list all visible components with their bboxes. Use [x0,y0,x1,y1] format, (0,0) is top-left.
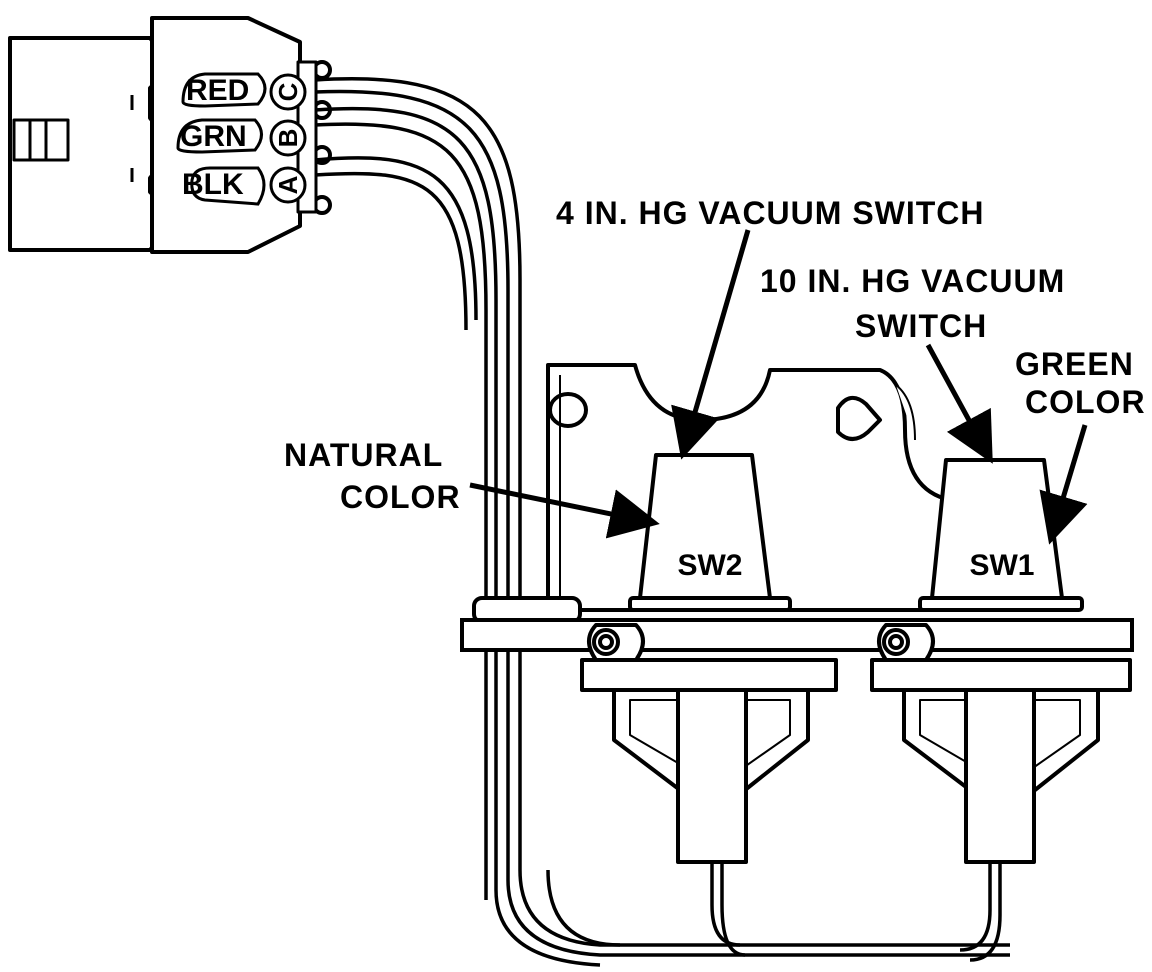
sw2-label: SW2 [677,549,742,582]
wire-label-green: GRN [180,120,247,153]
wire-label-black: BLK [182,168,244,201]
pin-markers [269,73,307,204]
pin-label-b: B [273,129,303,148]
base-rail [460,618,1134,652]
vacuum-switch-sw2 [580,453,838,864]
sw1-label: SW1 [969,549,1034,582]
callout-10in-vacuum-line2: SWITCH [855,308,987,344]
vacuum-switch-sw1 [870,458,1132,864]
pin-label-c: C [273,82,303,101]
callout-natural-color-line2: COLOR [340,479,461,515]
callout-10in-vacuum-line1: 10 IN. HG VACUUM [760,263,1065,299]
wire-label-red: RED [186,74,249,107]
callout-4in-vacuum-switch: 4 IN. HG VACUUM SWITCH [556,195,985,231]
callout-green-color-line1: GREEN [1015,346,1134,382]
callout-natural-color-line1: NATURAL [284,437,443,473]
callout-arrows [469,229,1088,545]
wire-harness [314,77,1010,967]
callout-green-color-line2: COLOR [1025,384,1146,420]
pin-label-a: A [273,175,303,194]
wire-label-group [176,72,267,206]
